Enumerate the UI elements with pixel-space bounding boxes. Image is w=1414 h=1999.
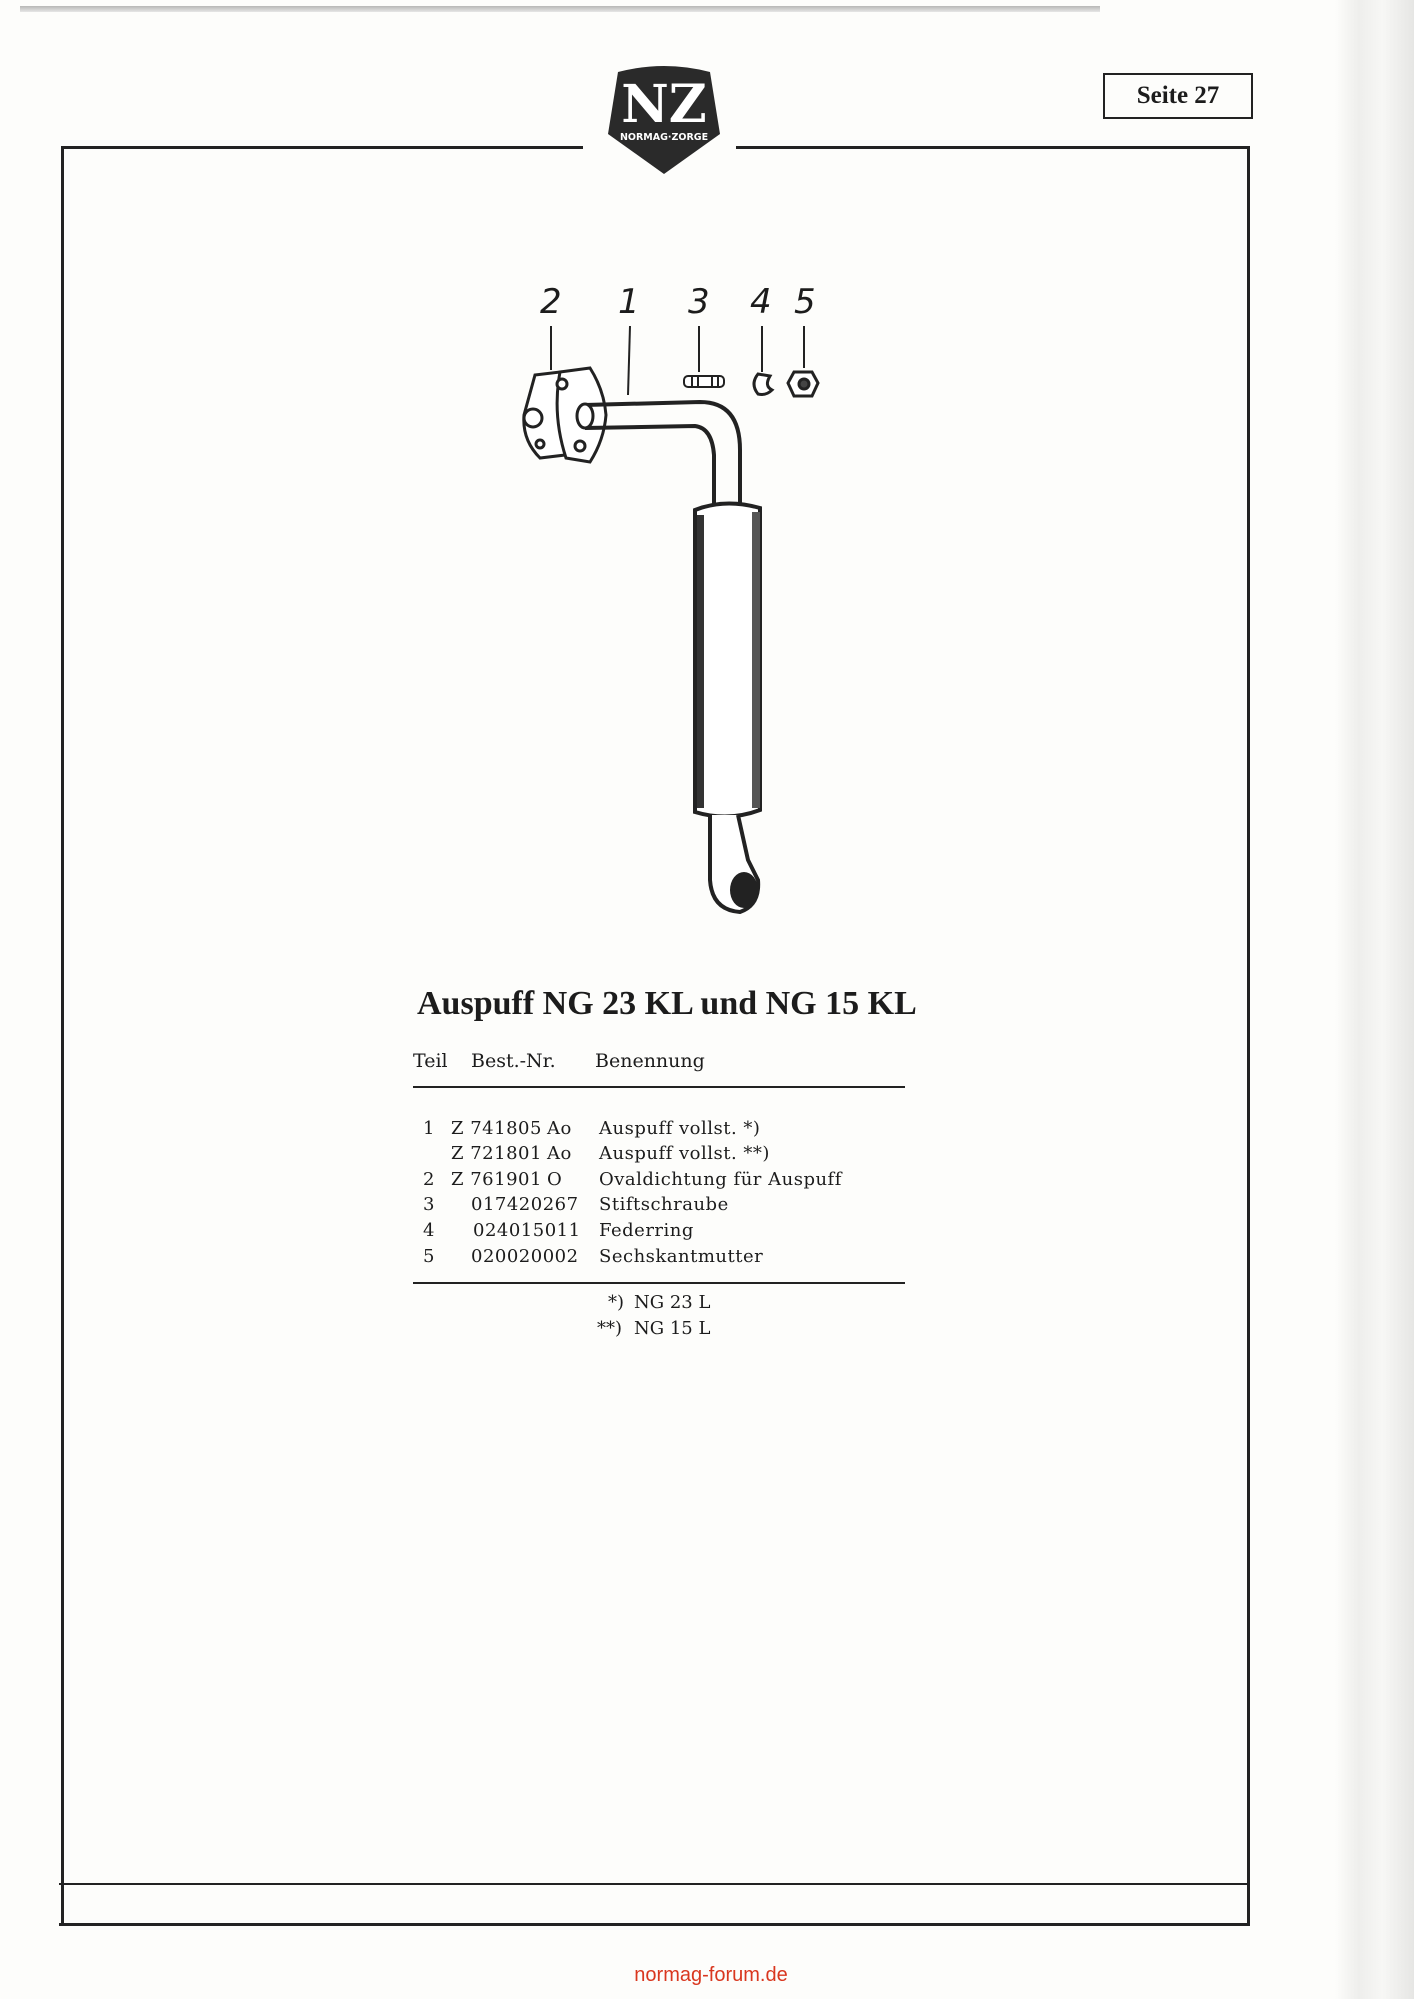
cell-teil: 3 bbox=[423, 1194, 435, 1215]
frame-bottom bbox=[59, 1923, 1250, 1926]
callout-1: 1 bbox=[618, 282, 640, 322]
cell-benennung: Stiftschraube bbox=[599, 1194, 729, 1215]
stud-bolt bbox=[683, 375, 725, 388]
frame-right bbox=[1247, 146, 1250, 1925]
table-row: 4 024015011 Federring bbox=[413, 1220, 913, 1245]
cell-suffix: O bbox=[547, 1169, 563, 1190]
footnote-mark: *) bbox=[608, 1292, 625, 1313]
scan-artifact-top bbox=[20, 6, 1100, 12]
cell-nr: 024015011 bbox=[473, 1220, 581, 1241]
footnote-text: NG 15 L bbox=[634, 1318, 711, 1339]
col-header-benennung: Benennung bbox=[595, 1050, 705, 1072]
cell-benennung: Ovaldichtung für Auspuff bbox=[599, 1169, 842, 1190]
svg-text:NORMAG·ZORGE: NORMAG·ZORGE bbox=[620, 132, 708, 143]
callout-4: 4 bbox=[750, 282, 772, 322]
callout-2: 2 bbox=[540, 282, 562, 322]
frame-bottom-inner bbox=[59, 1883, 1250, 1885]
callout-3: 3 bbox=[688, 282, 710, 322]
callout-5: 5 bbox=[794, 282, 816, 322]
cell-benennung: Sechskantmutter bbox=[599, 1246, 764, 1267]
cell-nr: 020020002 bbox=[471, 1246, 579, 1267]
table-row: Z 721801 Ao Auspuff vollst. **) bbox=[413, 1143, 913, 1168]
table-header-rule bbox=[413, 1086, 905, 1088]
frame-top-left bbox=[62, 146, 583, 149]
cell-teil: 1 bbox=[423, 1118, 435, 1139]
cell-teil: 4 bbox=[423, 1220, 435, 1241]
table-row: 2 Z 761901 O Ovaldichtung für Auspuff bbox=[413, 1169, 913, 1194]
frame-left bbox=[61, 146, 64, 1925]
cell-nr: Z 761901 bbox=[451, 1169, 542, 1190]
page-number: Seite 27 bbox=[1136, 82, 1220, 109]
table-row: 1 Z 741805 Ao Auspuff vollst. *) bbox=[413, 1118, 913, 1143]
hex-nut bbox=[786, 370, 820, 398]
footnote-mark: **) bbox=[597, 1318, 623, 1339]
cell-benennung: Auspuff vollst. *) bbox=[599, 1118, 761, 1139]
spring-washer bbox=[752, 372, 775, 396]
normag-zorge-logo: NZ NORMAG·ZORGE bbox=[608, 66, 720, 174]
frame-top-right bbox=[736, 146, 1250, 149]
cell-benennung: Federring bbox=[599, 1220, 694, 1241]
cell-benennung: Auspuff vollst. **) bbox=[599, 1143, 770, 1164]
table-row: 3 017420267 Stiftschraube bbox=[413, 1194, 913, 1219]
page-number-box: Seite 27 bbox=[1103, 73, 1253, 119]
footnote-text: NG 23 L bbox=[634, 1292, 711, 1313]
cell-nr: Z 741805 bbox=[451, 1118, 542, 1139]
col-header-nr: Best.-Nr. bbox=[471, 1050, 556, 1072]
scan-artifact-edge bbox=[1335, 0, 1414, 1999]
exhaust-diagram bbox=[522, 325, 820, 915]
cell-teil: 2 bbox=[423, 1169, 435, 1190]
muffler bbox=[693, 501, 762, 819]
cell-suffix: Ao bbox=[547, 1118, 572, 1139]
page-title: Auspuff NG 23 KL und NG 15 KL bbox=[417, 985, 917, 1022]
cell-teil: 5 bbox=[423, 1246, 435, 1267]
exhaust-pipe bbox=[584, 399, 742, 505]
table-bottom-rule bbox=[413, 1282, 905, 1284]
cell-nr: Z 721801 bbox=[451, 1143, 542, 1164]
table-row: 5 020020002 Sechskantmutter bbox=[413, 1246, 913, 1271]
cell-nr: 017420267 bbox=[471, 1194, 579, 1215]
cell-suffix: Ao bbox=[547, 1143, 572, 1164]
svg-text:NZ: NZ bbox=[621, 74, 707, 135]
source-watermark: normag-forum.de bbox=[634, 1964, 788, 1986]
col-header-teil: Teil bbox=[413, 1050, 448, 1072]
